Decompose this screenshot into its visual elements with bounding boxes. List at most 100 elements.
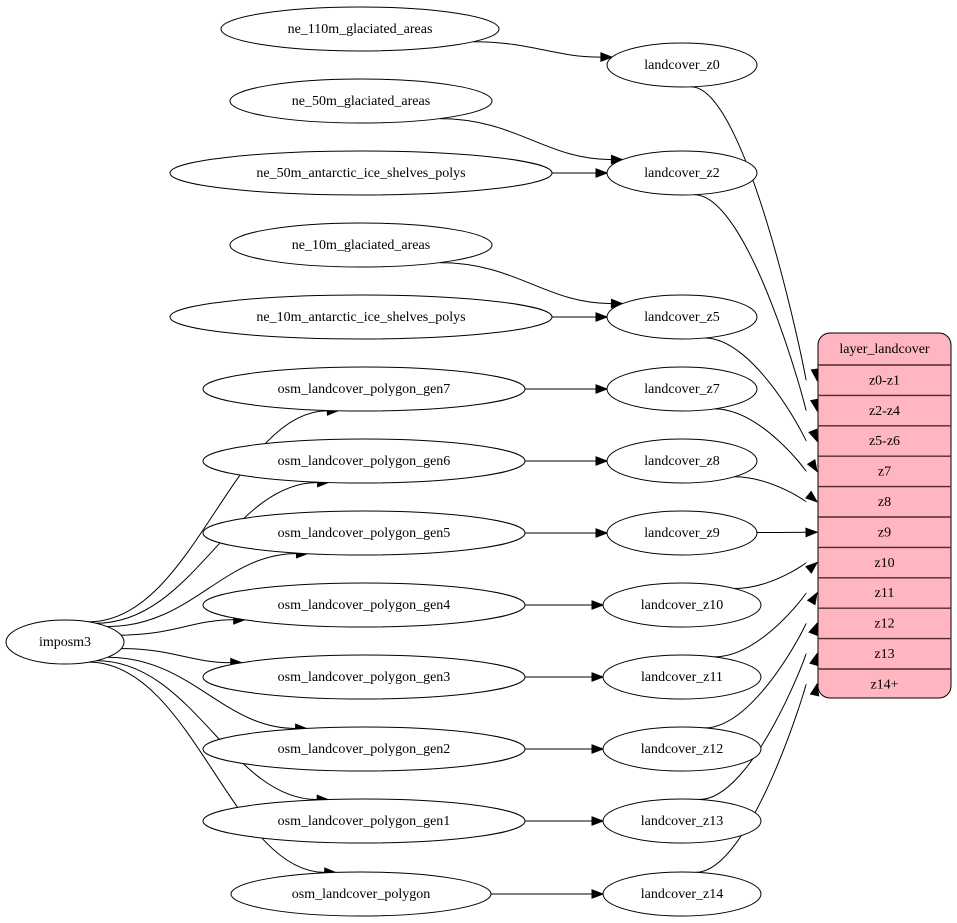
edge-arrowhead (809, 652, 819, 667)
edge-imposm3-to-osm_landcover_polygon_gen1 (96, 660, 318, 801)
graph-node-landcover_z0[interactable]: landcover_z0 (606, 42, 758, 88)
node-shape (230, 871, 492, 917)
record-row-label: z13 (874, 647, 894, 662)
node-label: osm_landcover_polygon_gen7 (278, 382, 451, 397)
edge-arrowhead (591, 816, 605, 826)
node-label: landcover_z12 (641, 742, 723, 757)
record-row-z7[interactable]: z7 (818, 456, 951, 488)
node-label: landcover_z8 (644, 454, 719, 469)
record-row-z14+[interactable]: z14+ (818, 669, 951, 699)
node-shape (606, 150, 758, 196)
node-label: osm_landcover_polygon_gen1 (278, 814, 451, 829)
edge-landcover_z2-to-layer_landcover-z2-z4 (694, 194, 807, 412)
record-row-label: z9 (878, 525, 891, 540)
node-shape (229, 78, 493, 124)
record-table-body (817, 332, 952, 699)
graph-node-landcover_z5[interactable]: landcover_z5 (606, 294, 758, 340)
node-label: landcover_z7 (644, 382, 719, 397)
record-row-z12[interactable]: z12 (818, 608, 951, 640)
graph-node-landcover_z2[interactable]: landcover_z2 (606, 150, 758, 196)
graph-node-landcover_z7[interactable]: landcover_z7 (606, 366, 758, 412)
node-shape (220, 6, 500, 52)
graph-node-osm_landcover_polygon_gen7[interactable]: osm_landcover_polygon_gen7 (202, 366, 526, 412)
node-label: landcover_z11 (641, 670, 723, 685)
record-row-z11[interactable]: z11 (818, 578, 951, 609)
edge-arrowhead (600, 52, 614, 63)
edge-landcover_z12-to-layer_landcover-z12 (704, 622, 807, 729)
record-row-label: z2-z4 (869, 404, 900, 419)
edge-imposm3-to-osm_landcover_polygon_gen4 (120, 619, 234, 636)
record-row-z5-z6[interactable]: z5-z6 (818, 426, 951, 457)
edge-arrowhead (808, 428, 818, 443)
edge-ne_50m_glaciated_areas-to-landcover_z2 (439, 118, 612, 161)
record-row-label: z10 (874, 556, 894, 571)
node-label: osm_landcover_polygon_gen2 (278, 742, 451, 757)
graph-node-ne_10m_antarctic_ice_shelves_polys[interactable]: ne_10m_antarctic_ice_shelves_polys (169, 294, 553, 340)
edge-arrowhead (809, 682, 820, 697)
graph-node-landcover_z12[interactable]: landcover_z12 (602, 726, 762, 772)
edge-arrowhead (595, 168, 609, 178)
node-label: landcover_z5 (644, 310, 719, 325)
graph-node-ne_50m_glaciated_areas[interactable]: ne_50m_glaciated_areas (229, 78, 493, 124)
record-table-layer_landcover[interactable]: layer_landcoverz0-z1z2-z4z5-z6z7z8z9z10z… (817, 332, 952, 699)
node-label: landcover_z14 (641, 887, 723, 902)
graph-node-landcover_z8[interactable]: landcover_z8 (606, 438, 758, 484)
graph-node-osm_landcover_polygon_gen3[interactable]: osm_landcover_polygon_gen3 (202, 654, 526, 700)
edge-arrowhead (591, 744, 605, 754)
record-row-z8[interactable]: z8 (818, 487, 951, 518)
node-label: osm_landcover_polygon (292, 887, 430, 902)
graph-node-landcover_z13[interactable]: landcover_z13 (602, 798, 762, 844)
graph-node-osm_landcover_polygon_gen1[interactable]: osm_landcover_polygon_gen1 (202, 798, 526, 844)
edge-landcover_z8-to-layer_landcover-z8 (734, 476, 807, 503)
node-shape (606, 366, 758, 412)
record-row-z2-z4[interactable]: z2-z4 (818, 395, 951, 427)
graph-node-osm_landcover_polygon_gen5[interactable]: osm_landcover_polygon_gen5 (202, 510, 526, 556)
graph-node-landcover_z14[interactable]: landcover_z14 (602, 871, 762, 917)
edge-arrowhead (595, 384, 609, 394)
edge-arrowhead (806, 591, 818, 606)
graph-node-ne_110m_glaciated_areas[interactable]: ne_110m_glaciated_areas (220, 6, 500, 52)
record-row-z13[interactable]: z13 (818, 639, 951, 670)
record-row-label: z14+ (870, 677, 898, 692)
record-row-z10[interactable]: z10 (818, 547, 951, 579)
node-label: landcover_z0 (644, 58, 719, 73)
graph-node-osm_landcover_polygon_gen4[interactable]: osm_landcover_polygon_gen4 (202, 582, 526, 628)
node-shape (229, 222, 493, 268)
graph-node-ne_50m_antarctic_ice_shelves_polys[interactable]: ne_50m_antarctic_ice_shelves_polys (169, 150, 553, 196)
graph-node-landcover_z9[interactable]: landcover_z9 (606, 510, 758, 556)
edge-imposm3-to-osm_landcover_polygon (88, 661, 325, 873)
edge-imposm3-to-osm_landcover_polygon_gen6 (95, 481, 318, 624)
node-label: landcover_z9 (644, 526, 719, 541)
node-shape (606, 438, 758, 484)
graph-node-ne_10m_glaciated_areas[interactable]: ne_10m_glaciated_areas (229, 222, 493, 268)
edge-imposm3-to-osm_landcover_polygon_gen2 (107, 656, 296, 729)
graph-node-osm_landcover_polygon_gen2[interactable]: osm_landcover_polygon_gen2 (202, 726, 526, 772)
edge-imposm3-to-osm_landcover_polygon_gen7 (88, 410, 328, 623)
edge-arrowhead (808, 622, 818, 636)
node-label: ne_110m_glaciated_areas (288, 22, 433, 37)
node-shape (202, 366, 526, 412)
node-shape (202, 726, 526, 772)
edge-landcover_z10-to-layer_landcover-z10 (734, 562, 807, 590)
record-row-z9[interactable]: z9 (818, 517, 951, 549)
record-row-z0-z1[interactable]: z0-z1 (818, 365, 951, 397)
node-label: landcover_z13 (641, 814, 723, 829)
edge-arrowhead (804, 490, 819, 503)
node-label: osm_landcover_polygon_gen6 (278, 454, 451, 469)
edge-arrowhead (806, 459, 818, 473)
graph-node-osm_landcover_polygon[interactable]: osm_landcover_polygon (230, 871, 492, 917)
graph-node-landcover_z11[interactable]: landcover_z11 (602, 654, 762, 700)
record-row-label: z12 (874, 617, 894, 632)
edge-arrowhead (805, 561, 819, 574)
node-shape (202, 654, 526, 700)
graph-node-imposm3[interactable]: imposm3 (5, 619, 125, 665)
graph-node-landcover_z10[interactable]: landcover_z10 (602, 582, 762, 628)
edge-landcover_z7-to-layer_landcover-z7 (714, 408, 807, 472)
record-row-label: z5-z6 (869, 434, 900, 449)
edge-arrowhead (591, 672, 605, 682)
graph-node-osm_landcover_polygon_gen6[interactable]: osm_landcover_polygon_gen6 (202, 438, 526, 484)
node-shape (606, 42, 758, 88)
node-label: landcover_z2 (644, 166, 719, 181)
